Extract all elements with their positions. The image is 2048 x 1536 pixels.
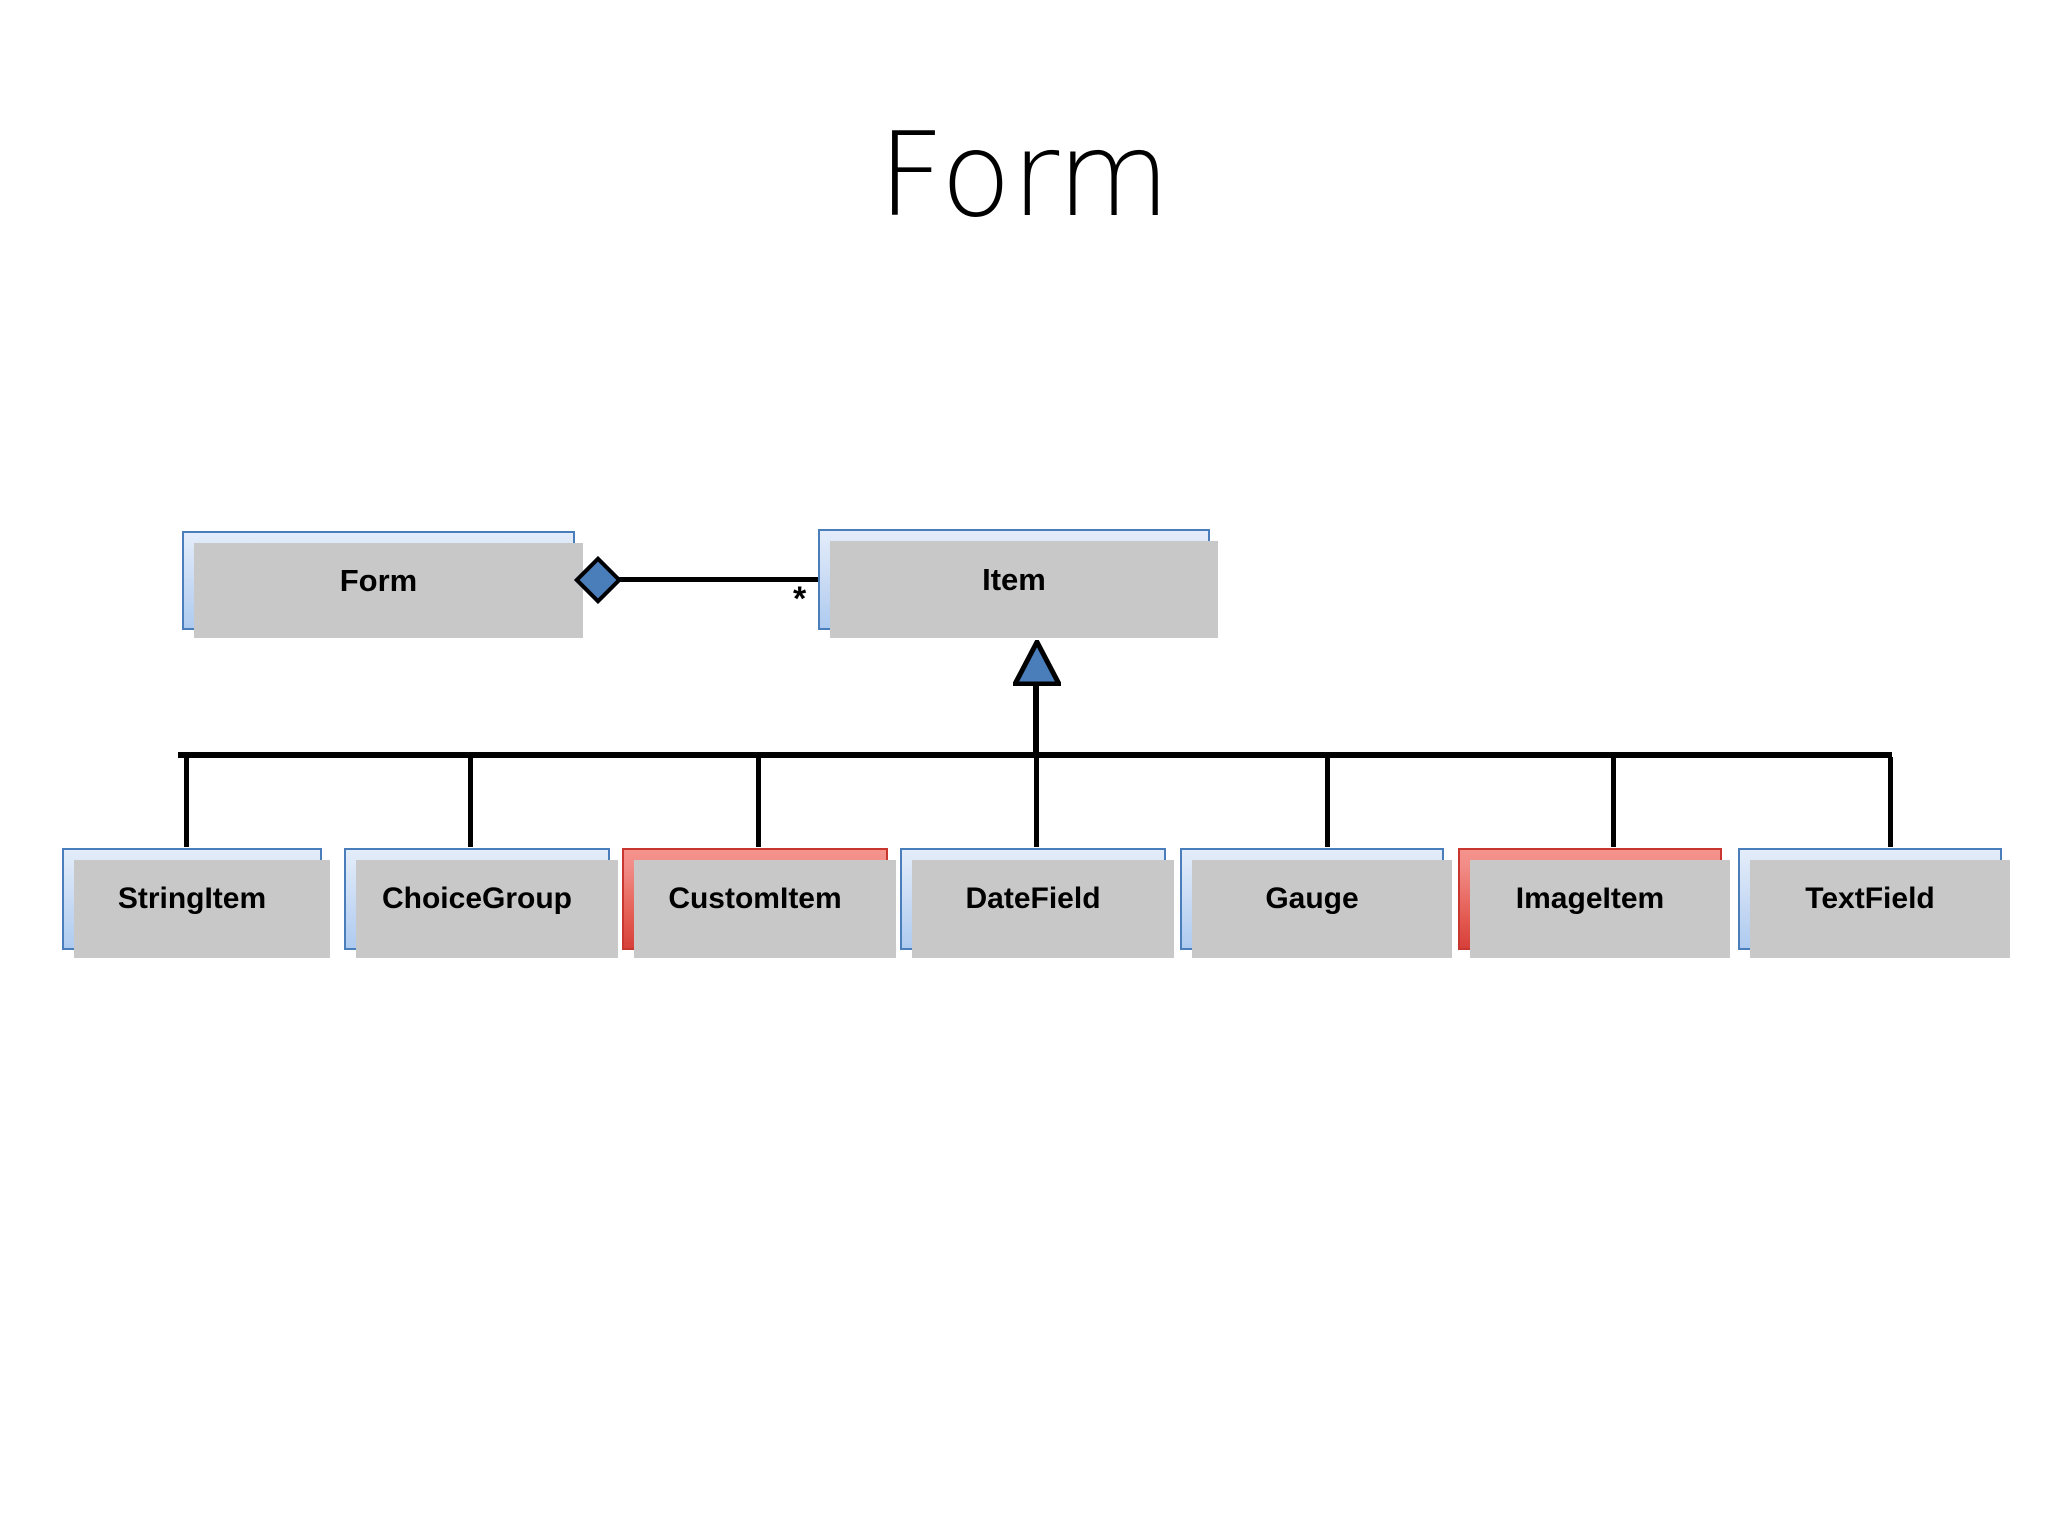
class-box-item[interactable]: Item bbox=[818, 529, 1218, 638]
generalization-drop-line bbox=[468, 757, 473, 847]
class-box-customitem[interactable]: CustomItem bbox=[622, 848, 896, 958]
class-name-label: ChoiceGroup bbox=[381, 882, 572, 915]
class-box-form[interactable]: Form bbox=[182, 531, 583, 638]
class-box-shadow bbox=[1192, 860, 1452, 958]
class-box-shadow bbox=[74, 860, 330, 958]
class-box-textfield[interactable]: TextField bbox=[1738, 848, 2010, 958]
class-box-shadow bbox=[912, 860, 1174, 958]
class-box-shadow bbox=[634, 860, 896, 958]
multiplicity-label: * bbox=[793, 580, 807, 618]
class-box-stringitem[interactable]: StringItem bbox=[62, 848, 330, 958]
generalization-drop-line bbox=[756, 757, 761, 847]
class-name-label: StringItem bbox=[117, 882, 267, 915]
generalization-drop-line bbox=[1325, 757, 1330, 847]
generalization-drop-line bbox=[1034, 757, 1039, 847]
class-box-imageitem[interactable]: ImageItem bbox=[1458, 848, 1730, 958]
generalization-triangle-icon bbox=[1013, 640, 1061, 686]
class-name-label: TextField bbox=[1805, 882, 1935, 915]
class-box-gauge[interactable]: Gauge bbox=[1180, 848, 1452, 958]
aggregation-line bbox=[612, 577, 820, 582]
class-box-shadow bbox=[1750, 860, 2010, 958]
class-box-shadow bbox=[194, 543, 583, 638]
page-title: Form bbox=[877, 108, 1171, 243]
class-box-shadow bbox=[356, 860, 618, 958]
class-name-label: Item bbox=[982, 562, 1046, 597]
class-name-label: Form bbox=[339, 563, 418, 598]
class-name-label: Gauge bbox=[1265, 882, 1359, 915]
class-name-label: DateField bbox=[965, 882, 1101, 915]
class-box-choicegroup[interactable]: ChoiceGroup bbox=[344, 848, 618, 958]
generalization-drop-line bbox=[1611, 757, 1616, 847]
class-name-label: ImageItem bbox=[1515, 882, 1665, 915]
class-name-label: CustomItem bbox=[668, 882, 842, 915]
class-box-datefield[interactable]: DateField bbox=[900, 848, 1174, 958]
generalization-bus-line bbox=[178, 752, 1892, 758]
generalization-drop-line bbox=[184, 757, 189, 847]
generalization-drop-line bbox=[1888, 757, 1893, 847]
class-box-shadow bbox=[830, 541, 1218, 638]
generalization-stem bbox=[1033, 684, 1039, 757]
class-box-shadow bbox=[1470, 860, 1730, 958]
